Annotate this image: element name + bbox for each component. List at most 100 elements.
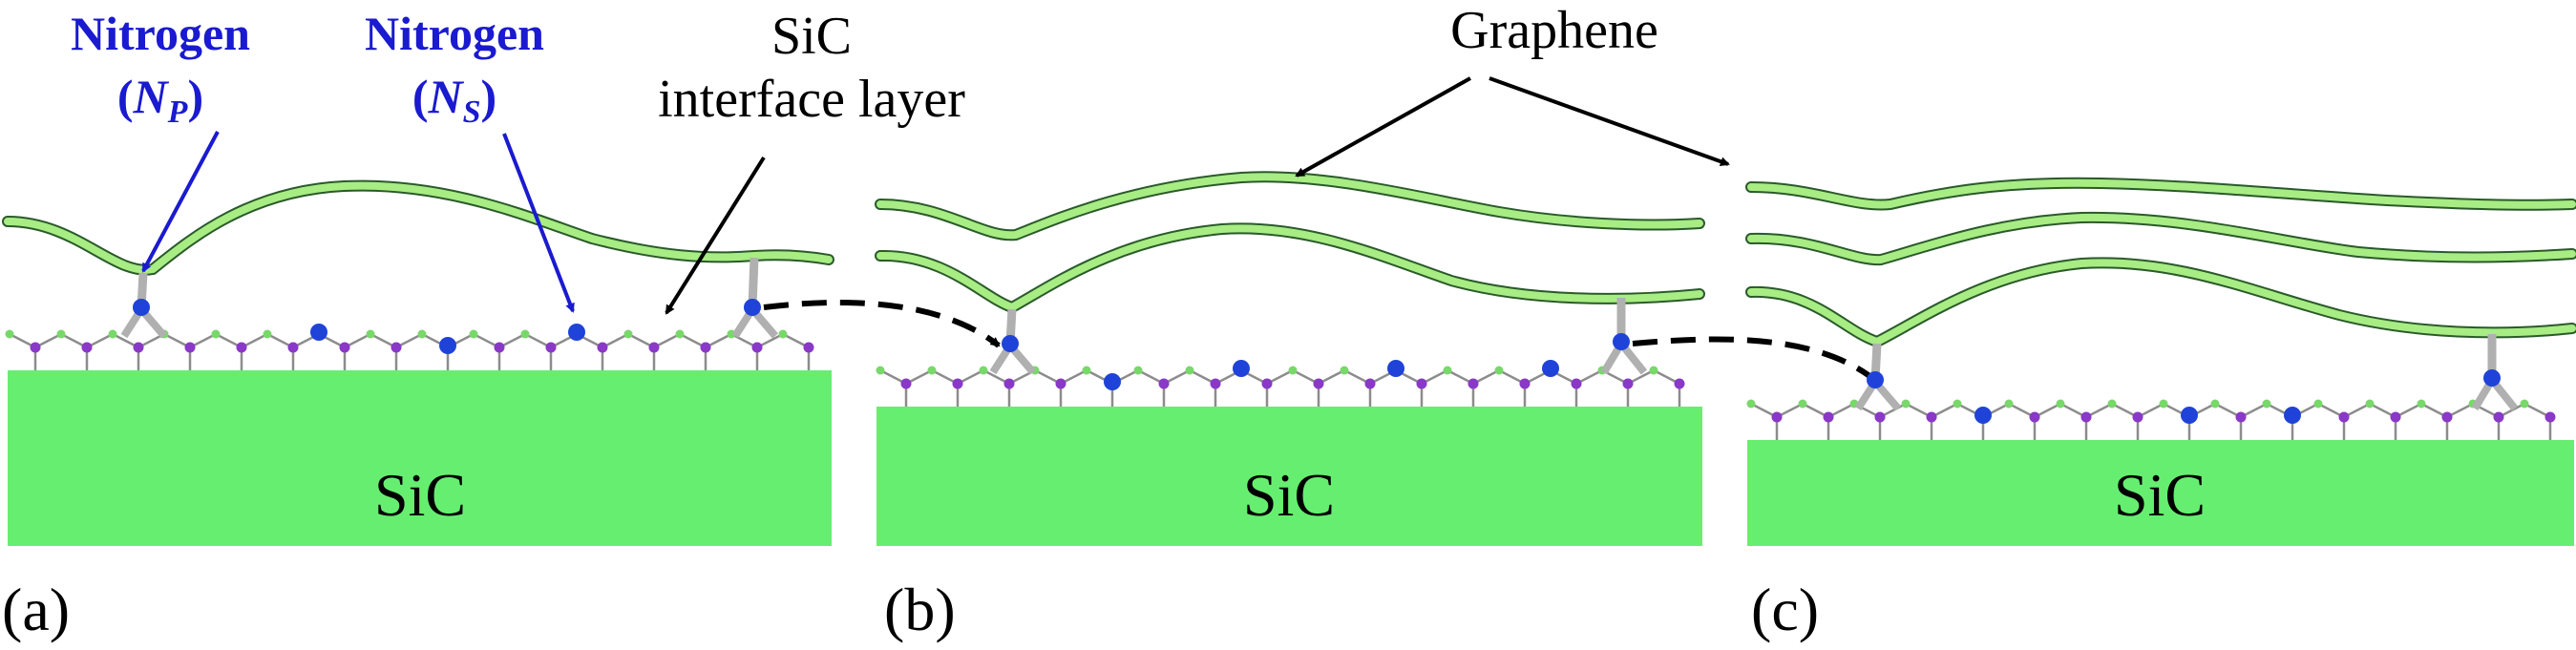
carbon-atom	[1185, 366, 1194, 375]
sic-substrate-c	[1747, 440, 2574, 546]
silicon-atom	[1467, 378, 1479, 389]
silicon-atom	[339, 342, 350, 353]
nitrogen-p-label: Nitrogen	[71, 7, 250, 60]
carbon-atom	[2417, 399, 2426, 409]
carbon-atom	[108, 329, 117, 339]
silicon-atom	[1926, 411, 1937, 423]
carbon-atom	[56, 329, 66, 339]
carbon-atom	[927, 366, 937, 375]
interface-zigzag	[1750, 402, 2551, 419]
graphene-layer-b1	[875, 171, 1705, 241]
silicon-atom	[700, 342, 711, 353]
graphene-layer-c3	[1745, 257, 2576, 348]
carbon-atom	[211, 329, 221, 339]
carbon-atom	[5, 329, 14, 339]
interface-label-line2: interface layer	[658, 70, 965, 129]
interface-layer-c	[1746, 399, 2556, 440]
nitrogen-p-symbol: (NP)	[117, 70, 203, 130]
carbon-atom	[2159, 399, 2168, 409]
silicon-atom	[1003, 378, 1015, 389]
interface-label-line1: SiC	[771, 7, 852, 66]
nitrogen-p-arrow	[141, 131, 220, 273]
silicon-atom	[1622, 378, 1634, 389]
panel-label-a: (a)	[2, 576, 70, 643]
graphene-layer-a1	[2, 179, 834, 276]
graphene-layer-b2	[875, 222, 1705, 314]
sic-substrate-label-b: SiC	[1243, 461, 1335, 529]
graphene-label: Graphene	[1450, 1, 1658, 60]
carbon-atom	[1746, 399, 1756, 409]
nitrogen-bonded-b-right	[1600, 298, 1648, 375]
silicon-atom	[648, 342, 660, 353]
silicon-atom	[1571, 378, 1582, 389]
sic-substrate-label-c: SiC	[2114, 461, 2206, 529]
nitrogen-substitutional-atom	[310, 324, 327, 341]
silicon-atom	[2080, 411, 2092, 423]
carbon-atom	[979, 366, 988, 375]
carbon-atom	[1288, 366, 1298, 375]
carbon-atom	[1133, 366, 1143, 375]
sic-substrate-b	[876, 407, 1702, 546]
nitrogen-bonded-a-right	[731, 257, 779, 339]
carbon-atom	[2365, 399, 2375, 409]
silicon-atom	[494, 342, 505, 353]
carbon-atom	[1082, 366, 1091, 375]
interface-arrow	[665, 156, 766, 315]
silicon-atom	[900, 378, 912, 389]
silicon-atom	[2441, 411, 2453, 423]
carbon-atom	[1798, 399, 1807, 409]
carbon-atom	[2056, 399, 2065, 409]
interface-layer-a	[5, 324, 814, 370]
migration-arrow-ab	[763, 300, 1001, 348]
silicon-atom	[803, 342, 814, 353]
silicon-atom	[184, 342, 196, 353]
silicon-atom	[2235, 411, 2247, 423]
sic-substrate-a	[8, 370, 832, 546]
interface-zigzag	[879, 368, 1680, 386]
silicon-atom	[1313, 378, 1324, 389]
nitrogen-substitutional-atom	[1974, 407, 1992, 424]
panel-label-c: (c)	[1751, 576, 1819, 643]
nitrogen-s-symbol: (NS)	[412, 70, 496, 130]
migration-arrow-bc	[1632, 336, 1879, 385]
carbon-atom	[2210, 399, 2220, 409]
silicon-atom	[1674, 378, 1685, 389]
silicon-atom	[1771, 411, 1783, 423]
silicon-atom	[287, 342, 299, 353]
carbon-atom	[1494, 366, 1504, 375]
nitrogen-bonded-c-left	[1854, 343, 1902, 411]
carbon-atom	[1953, 399, 1962, 409]
carbon-atom	[1649, 366, 1658, 375]
silicon-atom	[133, 342, 144, 353]
carbon-atom	[2313, 399, 2323, 409]
silicon-atom	[391, 342, 402, 353]
graphene-arrow-c	[1489, 76, 1730, 166]
silicon-atom	[1261, 378, 1273, 389]
panel-label-b: (b)	[884, 576, 956, 643]
nitrogen-substitutional-atom	[1104, 373, 1121, 390]
nitrogen-substitutional-atom	[568, 324, 585, 341]
nitrogen-substitutional-atom	[1542, 360, 1559, 377]
silicon-atom	[2390, 411, 2401, 423]
carbon-atom	[1340, 366, 1349, 375]
carbon-atom	[366, 329, 375, 339]
silicon-atom	[2338, 411, 2350, 423]
silicon-atom	[751, 342, 763, 353]
panel-b: SiC (b) Graphene	[875, 1, 1879, 643]
carbon-atom	[417, 329, 427, 339]
silicon-atom	[30, 342, 41, 353]
silicon-atom	[236, 342, 247, 353]
interface-zigzag	[9, 332, 810, 349]
nitrogen-substitutional-atom	[439, 337, 456, 354]
nitrogen-bonded-c-right	[2471, 334, 2519, 411]
carbon-atom	[623, 329, 633, 339]
silicon-atom	[545, 342, 557, 353]
silicon-atom	[1416, 378, 1427, 389]
silicon-atom	[1210, 378, 1221, 389]
nitrogen-substitutional-atom	[2181, 407, 2198, 424]
carbon-atom	[2107, 399, 2117, 409]
panel-a: SiC (a) Nitrogen (NP) Nitrogen (NS)	[2, 7, 1001, 643]
silicon-atom	[2544, 411, 2556, 423]
carbon-atom	[876, 366, 885, 375]
